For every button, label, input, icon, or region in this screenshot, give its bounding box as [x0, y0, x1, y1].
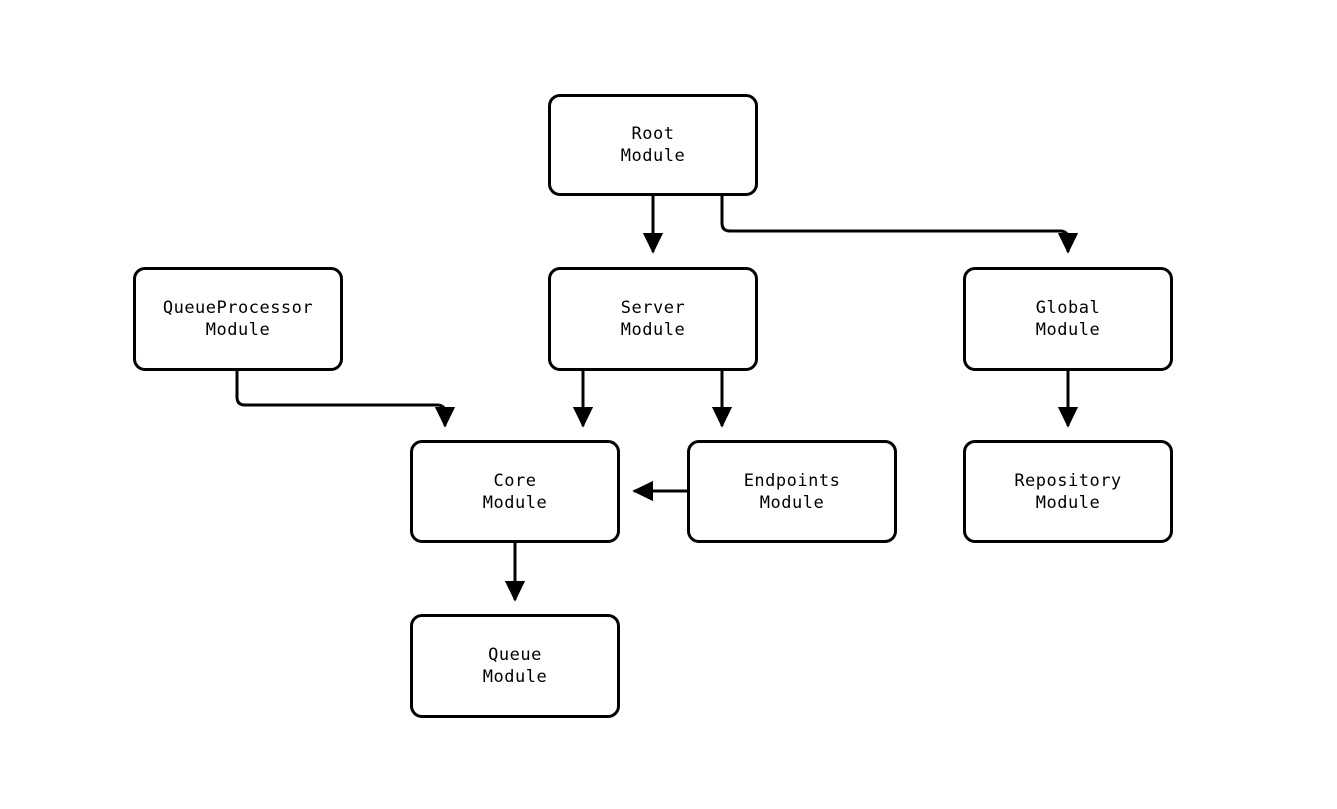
node-global-module[interactable]: Global Module [963, 267, 1173, 371]
node-global-module-line2: Module [1035, 320, 1101, 340]
node-core-module-line2: Module [482, 492, 548, 513]
node-global-module-line1: Global [1035, 298, 1101, 318]
node-repository-module-line1: Repository [1014, 470, 1122, 491]
node-server-module[interactable]: Server Module [548, 267, 758, 371]
node-queue-module-line1: Queue [488, 645, 542, 665]
node-root-module-line1: Root [631, 124, 675, 144]
node-server-module-line2: Module [620, 320, 686, 340]
node-queue-module[interactable]: Queue Module [410, 614, 620, 718]
node-endpoints-module-line1: Endpoints [743, 470, 841, 491]
edge-root-to-global [720, 196, 1079, 254]
node-server-module-line1: Server [620, 298, 686, 318]
node-endpoints-module[interactable]: Endpoints Module [687, 440, 897, 543]
node-queueprocessor-module[interactable]: QueueProcessor Module [133, 267, 343, 371]
node-repository-module-line2: Module [1035, 492, 1101, 513]
node-endpoints-module-line2: Module [759, 492, 825, 513]
node-root-module-line2: Module [620, 146, 686, 166]
node-queue-module-line2: Module [482, 667, 548, 687]
node-core-module[interactable]: Core Module [410, 440, 620, 543]
node-root-module[interactable]: Root Module [548, 94, 758, 196]
node-core-module-line1: Core [493, 470, 537, 491]
node-queueprocessor-module-line2: Module [205, 320, 271, 340]
edge-queueprocessor-to-core [235, 371, 456, 428]
node-queueprocessor-module-line1: QueueProcessor [162, 298, 314, 318]
node-repository-module[interactable]: Repository Module [963, 440, 1173, 543]
